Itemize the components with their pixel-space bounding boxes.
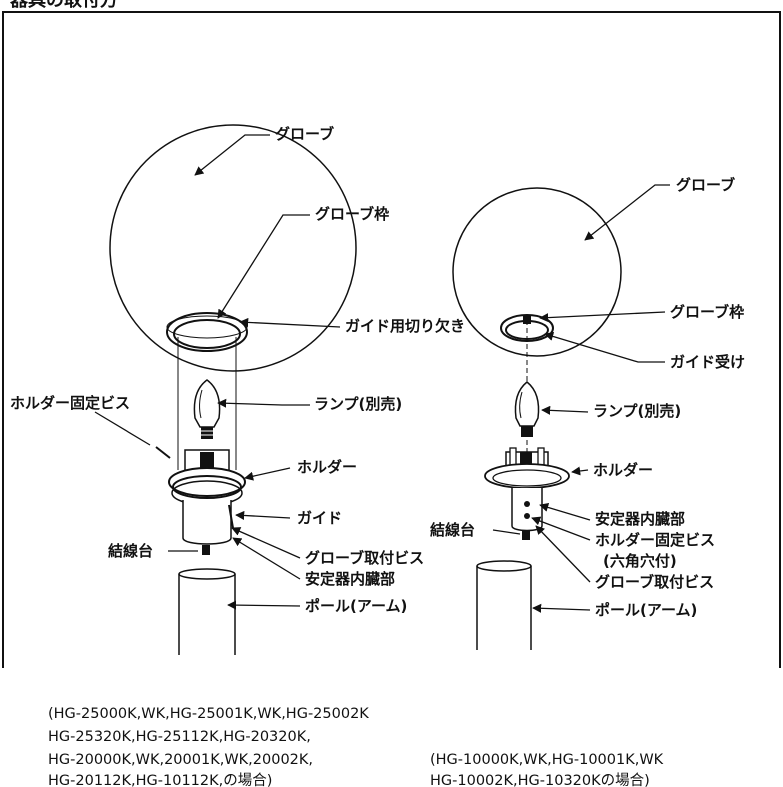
left-pole: [178, 568, 236, 655]
right-label-holder: ホルダー: [593, 461, 653, 479]
right-ballast: [511, 488, 543, 540]
left-label-holder: ホルダー: [297, 458, 357, 476]
left-label-lamp: ランプ(別売): [314, 395, 402, 413]
left-label-globe-screw: グローブ取付ビス: [305, 549, 424, 567]
left-globe-frame: [166, 312, 248, 352]
left-caption-line: HG-20112K,HG-10112K,の場合): [48, 772, 272, 787]
left-caption-line: (HG-25000K,WK,HG-25001K,WK,HG-25002K: [48, 706, 369, 722]
right-caption: (HG-10000K,WK,HG-10001K,WK HG-10002K,HG-…: [430, 752, 664, 787]
left-lamp-bulb: [193, 379, 221, 439]
right-globe-outline: [452, 187, 622, 357]
right-holder: [484, 447, 570, 489]
left-holder: [168, 449, 246, 506]
left-label-guide: ガイド: [297, 509, 342, 527]
right-label-terminal-block: 結線台: [430, 521, 475, 539]
right-caption-line: (HG-10000K,WK,HG-10001K,WK: [430, 752, 664, 768]
right-label-holder-screw-note: (六角穴付): [603, 552, 677, 570]
left-ballast: [182, 500, 234, 555]
left-lamp-figure: グローブ グローブ枠 ガイド用切り欠き ランプ(別売) ホルダー固定ビス ホルダ…: [10, 124, 465, 655]
left-label-pole: ポール(アーム): [305, 597, 407, 615]
left-label-terminal-block: 結線台: [108, 542, 153, 560]
left-label-globe: グローブ: [275, 125, 334, 143]
right-label-holder-screw: ホルダー固定ビス: [595, 531, 715, 549]
right-label-guide-receiver: ガイド受け: [670, 353, 745, 371]
right-label-globe-frame: グローブ枠: [670, 303, 744, 321]
right-label-ballast: 安定器内臓部: [595, 510, 685, 528]
left-caption-line: HG-25320K,HG-25112K,HG-20320K,: [48, 729, 311, 745]
left-caption: (HG-25000K,WK,HG-25001K,WK,HG-25002K HG-…: [48, 706, 369, 787]
left-label-holder-screw: ホルダー固定ビス: [10, 394, 130, 412]
right-lamp-figure: グローブ グローブ枠 ガイド受け ランプ(別売) ホルダー 結線台 安定器内臓部…: [430, 176, 745, 650]
left-label-ballast: 安定器内臓部: [305, 570, 395, 588]
right-label-pole: ポール(アーム): [595, 601, 697, 619]
left-label-globe-frame: グローブ枠: [315, 205, 389, 223]
left-globe-outline: [109, 124, 357, 372]
left-caption-line: HG-20000K,WK,20001K,WK,20002K,: [48, 752, 313, 768]
right-pole: [476, 560, 532, 650]
right-lamp-bulb: [514, 381, 540, 437]
page-header: 器具の取付方: [2, 0, 781, 668]
left-label-guide-notch: ガイド用切り欠き: [345, 317, 465, 335]
right-label-globe: グローブ: [676, 176, 735, 194]
right-label-lamp: ランプ(別売): [593, 402, 681, 420]
right-caption-line: HG-10002K,HG-10320Kの場合): [430, 772, 650, 787]
right-label-globe-screw: グローブ取付ビス: [595, 573, 714, 591]
page-title: 器具の取付方: [9, 0, 118, 11]
